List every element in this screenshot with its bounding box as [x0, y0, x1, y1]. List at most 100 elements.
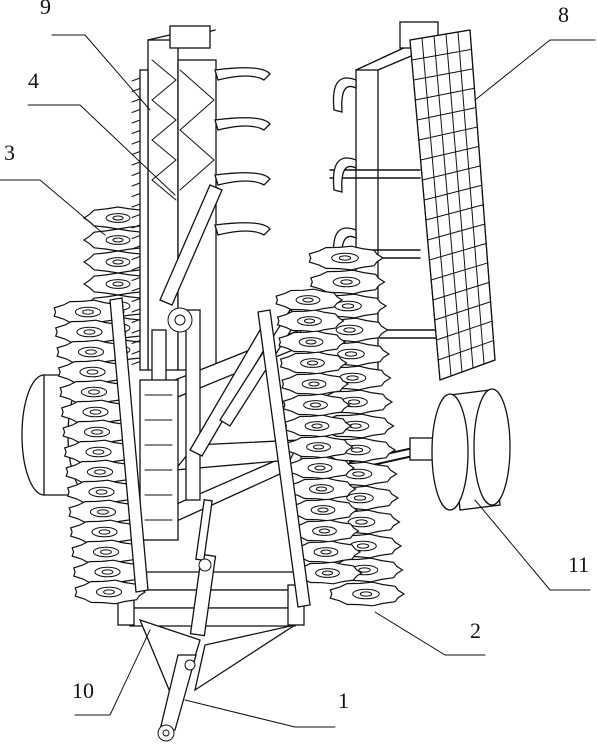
callout-8: 8	[558, 2, 569, 27]
tooth	[131, 340, 141, 344]
disc-bolt	[359, 591, 373, 597]
disc-bolt	[353, 495, 367, 501]
disc-bolt	[320, 549, 332, 555]
left-spring-tines	[214, 67, 271, 236]
harrow-rail	[433, 35, 463, 373]
disc-bolt	[101, 569, 114, 575]
spring-tine	[332, 77, 357, 113]
harrow-rung	[413, 68, 474, 81]
disc-bolt	[112, 281, 124, 287]
harrow-rung	[411, 48, 472, 61]
disc-bolt	[317, 507, 329, 513]
disc-bolt	[85, 349, 97, 355]
tooth	[131, 130, 141, 134]
tooth	[131, 266, 141, 271]
disc-bolt	[100, 549, 112, 555]
disc-bolt	[97, 509, 109, 515]
disc-bolt	[103, 589, 115, 595]
disc-bolt	[82, 309, 94, 315]
harrow-rung	[434, 301, 492, 321]
harrow-rung	[439, 359, 496, 381]
disc-bolt	[350, 447, 364, 453]
left-tooth-bar	[131, 69, 149, 371]
tooth	[131, 172, 141, 176]
disc-bolt	[358, 567, 371, 573]
spring-tine	[214, 172, 271, 186]
callout-10: 10	[72, 678, 94, 703]
disc-bolt	[318, 528, 331, 534]
callout-1: 1	[338, 688, 349, 713]
tooth	[131, 119, 141, 124]
harrow-rail	[457, 31, 485, 365]
harrow-rung	[423, 184, 483, 201]
tooth	[131, 277, 141, 281]
right-transport-wheel	[349, 388, 511, 511]
disc-bolt	[341, 303, 355, 309]
tooth-bar-beam	[139, 69, 149, 371]
disc-bolt	[302, 297, 314, 303]
disc-bolt	[340, 279, 353, 285]
disc-bolt	[91, 429, 103, 435]
callout-9: 9	[40, 0, 51, 19]
tooth	[131, 140, 141, 145]
callout-labels: 9 4 3 8 11 2 10 1	[4, 0, 589, 713]
harrow-rung	[421, 165, 481, 181]
disc-bolt	[315, 486, 328, 492]
harrow-rung	[432, 281, 490, 301]
disc-bolt	[98, 529, 111, 535]
callout-4: 4	[28, 68, 39, 93]
spring-tine	[214, 117, 271, 131]
tooth	[131, 308, 141, 313]
tooth	[131, 77, 141, 82]
tooth	[131, 182, 141, 187]
harrow-rail	[409, 39, 441, 381]
disc-bolt	[88, 389, 100, 395]
tooth	[131, 151, 141, 155]
drawbar-hitch	[138, 618, 296, 742]
tooth	[131, 319, 141, 323]
harrow-rung	[414, 87, 475, 101]
harrow-rung	[427, 223, 486, 241]
right-folded-wing-frame	[329, 21, 441, 371]
hydraulic-cylinder	[189, 499, 217, 637]
spring-tine	[214, 222, 271, 236]
harrow-rail	[445, 33, 474, 369]
disc-bolt	[356, 543, 370, 549]
disc-bolt	[338, 255, 352, 261]
tooth	[131, 109, 141, 113]
harrow-rung	[425, 204, 484, 221]
disc-bolt	[343, 327, 356, 333]
harrow-rung	[430, 262, 489, 281]
tooth	[131, 361, 141, 365]
tooth	[131, 350, 141, 355]
disc-bolt	[94, 469, 106, 475]
disc-bolt	[308, 381, 320, 387]
disc-bolt	[86, 369, 99, 375]
tooth	[131, 287, 141, 292]
tooth	[131, 98, 141, 103]
harrow-rail	[469, 29, 496, 361]
harrow-rung	[435, 320, 493, 341]
disc-bolt	[347, 399, 361, 405]
disc-bolt	[321, 570, 334, 576]
tooth	[131, 193, 141, 197]
disc-bolt	[306, 360, 319, 366]
tooth	[131, 245, 141, 250]
disc-bolt	[92, 449, 105, 455]
tooth	[131, 161, 141, 166]
disc-bolt	[312, 444, 325, 450]
tooth	[131, 298, 141, 302]
spring-tine	[214, 67, 271, 81]
tooth	[131, 224, 141, 229]
leader-lines	[0, 34, 596, 728]
tooth	[131, 203, 141, 208]
tooth	[131, 256, 141, 260]
disc-bolt	[346, 375, 359, 381]
disc-bolt	[83, 329, 96, 335]
disc-bolt	[305, 339, 317, 345]
disc-bolt	[314, 465, 326, 471]
callout-3: 3	[4, 140, 15, 165]
disc-bolt	[95, 489, 108, 495]
left-front-disc-gang	[53, 299, 147, 605]
harrow-rung	[409, 29, 471, 41]
